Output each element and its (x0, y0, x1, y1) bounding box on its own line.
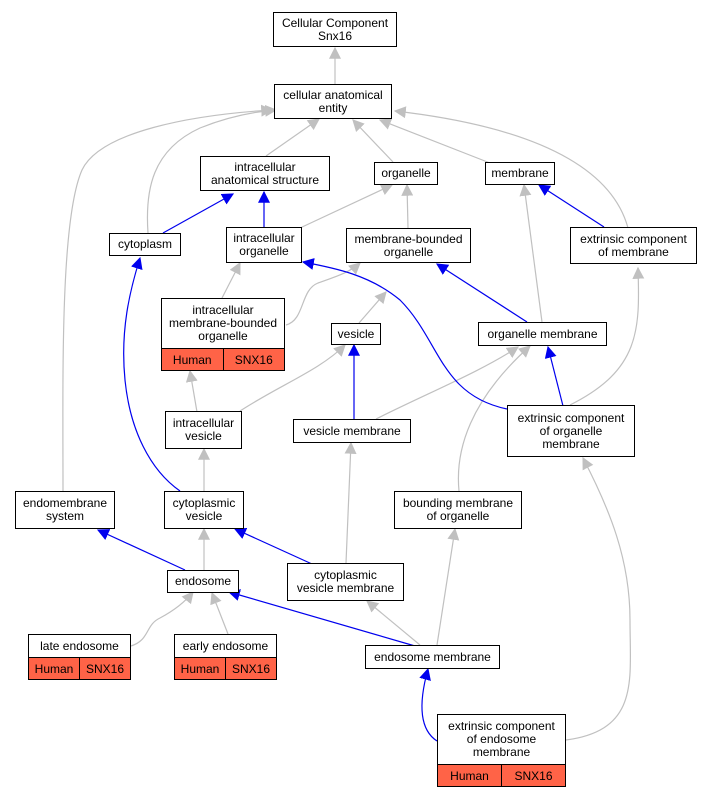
node-endosome-membrane[interactable]: endosome membrane (365, 645, 500, 669)
node-label: endosome (174, 574, 232, 588)
edge-es-cae (62, 104, 274, 492)
edge-cv-cytoplasm (123, 256, 181, 492)
edge-em-bmo (436, 527, 460, 646)
edge-cvm-cv (233, 528, 313, 565)
annotation-gene: SNX16 (501, 765, 565, 786)
annotation-species: Human (450, 768, 489, 783)
node-label: Cellular Component Snx16 (281, 15, 389, 43)
node-vesicle[interactable]: vesicle (331, 323, 381, 345)
annotation-species: Human (172, 352, 212, 367)
node-label: early endosome (182, 638, 269, 653)
annotation-row: Human SNX16 (175, 657, 276, 679)
annotation-gene: SNX16 (79, 658, 130, 679)
node-label: membrane-bounded organelle (354, 231, 463, 259)
edge-ecm-cae (393, 106, 629, 229)
node-label: intracellular anatomical structure (210, 159, 320, 187)
annotation-species: Human (180, 661, 220, 676)
edge-ecom-io (301, 258, 508, 410)
node-label: intracellular membrane-bounded organelle (168, 303, 278, 343)
node-label: extrinsic component of endosome membrane (448, 719, 555, 759)
node-label: cellular anatomical entity (283, 87, 383, 115)
edge-cvm-vm (344, 441, 357, 564)
node-late-endosome[interactable]: late endosome Human SNX16 (28, 634, 131, 680)
annotation-gene: SNX16 (222, 349, 285, 370)
edge-ecem-em (419, 667, 438, 742)
edge-ecom-om (544, 345, 564, 407)
node-label: cytoplasmic vesicle membrane (296, 568, 395, 595)
node-label: endomembrane system (22, 496, 108, 523)
node-label: membrane (491, 166, 549, 180)
node-organelle[interactable]: organelle (374, 162, 438, 185)
node-label: late endosome (40, 638, 119, 653)
edge-io-organelle (299, 184, 394, 229)
edge-ecem-ecom (565, 456, 632, 741)
edge-organelle-cae (352, 119, 394, 163)
edge-om-membrane (519, 183, 543, 323)
edge-ecom-ecm (569, 266, 645, 406)
edge-vm-om (375, 346, 520, 420)
edge-mbo-organelle (401, 183, 414, 229)
node-label: extrinsic component of membrane (580, 231, 687, 259)
edge-cytoplasm-ias (162, 193, 235, 234)
node-label: vesicle (337, 326, 375, 341)
node-intracellular-membrane-bounded-organelle[interactable]: intracellular membrane-bounded organelle… (161, 298, 285, 371)
edge-ias-cae (265, 118, 320, 157)
node-intracellular-anatomical-structure[interactable]: intracellular anatomical structure (200, 156, 330, 191)
node-label: endosome membrane (374, 649, 491, 664)
edge-om-mbo (435, 263, 528, 323)
edge-ee-endosome (210, 591, 229, 635)
edge-iv-imbo (185, 369, 198, 413)
node-extrinsic-component-of-membrane[interactable]: extrinsic component of membrane (570, 227, 697, 264)
node-cytoplasmic-vesicle[interactable]: cytoplasmic vesicle (164, 491, 244, 529)
edge-cytoplasm-cae (146, 104, 278, 234)
node-cellular-component-root[interactable]: Cellular Component Snx16 (273, 12, 397, 47)
annotation-row: Human SNX16 (29, 657, 130, 679)
node-early-endosome[interactable]: early endosome Human SNX16 (174, 634, 277, 680)
node-membrane-bounded-organelle[interactable]: membrane-bounded organelle (346, 228, 471, 263)
annotation-row: Human SNX16 (438, 764, 565, 786)
edge-imbo-io (221, 261, 241, 299)
edge-membrane-cae (378, 118, 491, 164)
node-label: cytoplasm (117, 237, 173, 251)
node-label: organelle (381, 166, 431, 180)
edge-endosome-es (96, 529, 186, 571)
edge-le-endosome (130, 591, 194, 647)
edge-em-endosome (227, 589, 416, 647)
node-label: bounding membrane of organelle (402, 496, 514, 523)
node-intracellular-organelle[interactable]: intracellular organelle (226, 227, 302, 263)
node-endosome[interactable]: endosome (167, 570, 239, 593)
edge-imbo-mbo (285, 262, 361, 326)
node-extrinsic-component-of-organelle-membrane[interactable]: extrinsic component of organelle membran… (507, 405, 635, 457)
node-extrinsic-component-of-endosome-membrane[interactable]: extrinsic component of endosome membrane… (437, 714, 566, 787)
node-cytoplasmic-vesicle-membrane[interactable]: cytoplasmic vesicle membrane (287, 563, 404, 601)
node-cellular-anatomical-entity[interactable]: cellular anatomical entity (274, 84, 392, 119)
node-label: intracellular organelle (233, 231, 295, 258)
node-endomembrane-system[interactable]: endomembrane system (15, 491, 115, 529)
node-label: extrinsic component of organelle membran… (517, 410, 625, 451)
edge-em-cvm (366, 600, 421, 646)
node-vesicle-membrane[interactable]: vesicle membrane (293, 419, 411, 443)
node-membrane[interactable]: membrane (485, 162, 555, 185)
node-label: intracellular vesicle (172, 416, 235, 443)
edge-ecm-membrane (537, 184, 605, 228)
node-bounding-membrane-of-organelle[interactable]: bounding membrane of organelle (394, 491, 522, 529)
node-label: vesicle membrane (303, 423, 401, 438)
annotation-row: Human SNX16 (162, 348, 284, 370)
node-intracellular-vesicle[interactable]: intracellular vesicle (165, 411, 242, 449)
node-label: organelle membrane (487, 326, 598, 341)
node-label: cytoplasmic vesicle (172, 496, 236, 523)
edge-vesicle-mbo (358, 291, 387, 324)
node-cytoplasm[interactable]: cytoplasm (109, 233, 181, 256)
node-organelle-membrane[interactable]: organelle membrane (478, 322, 607, 346)
annotation-species: Human (34, 661, 74, 676)
edge-iv-vesicle (239, 344, 346, 412)
annotation-gene: SNX16 (225, 658, 276, 679)
edge-bmo-om (457, 345, 531, 492)
